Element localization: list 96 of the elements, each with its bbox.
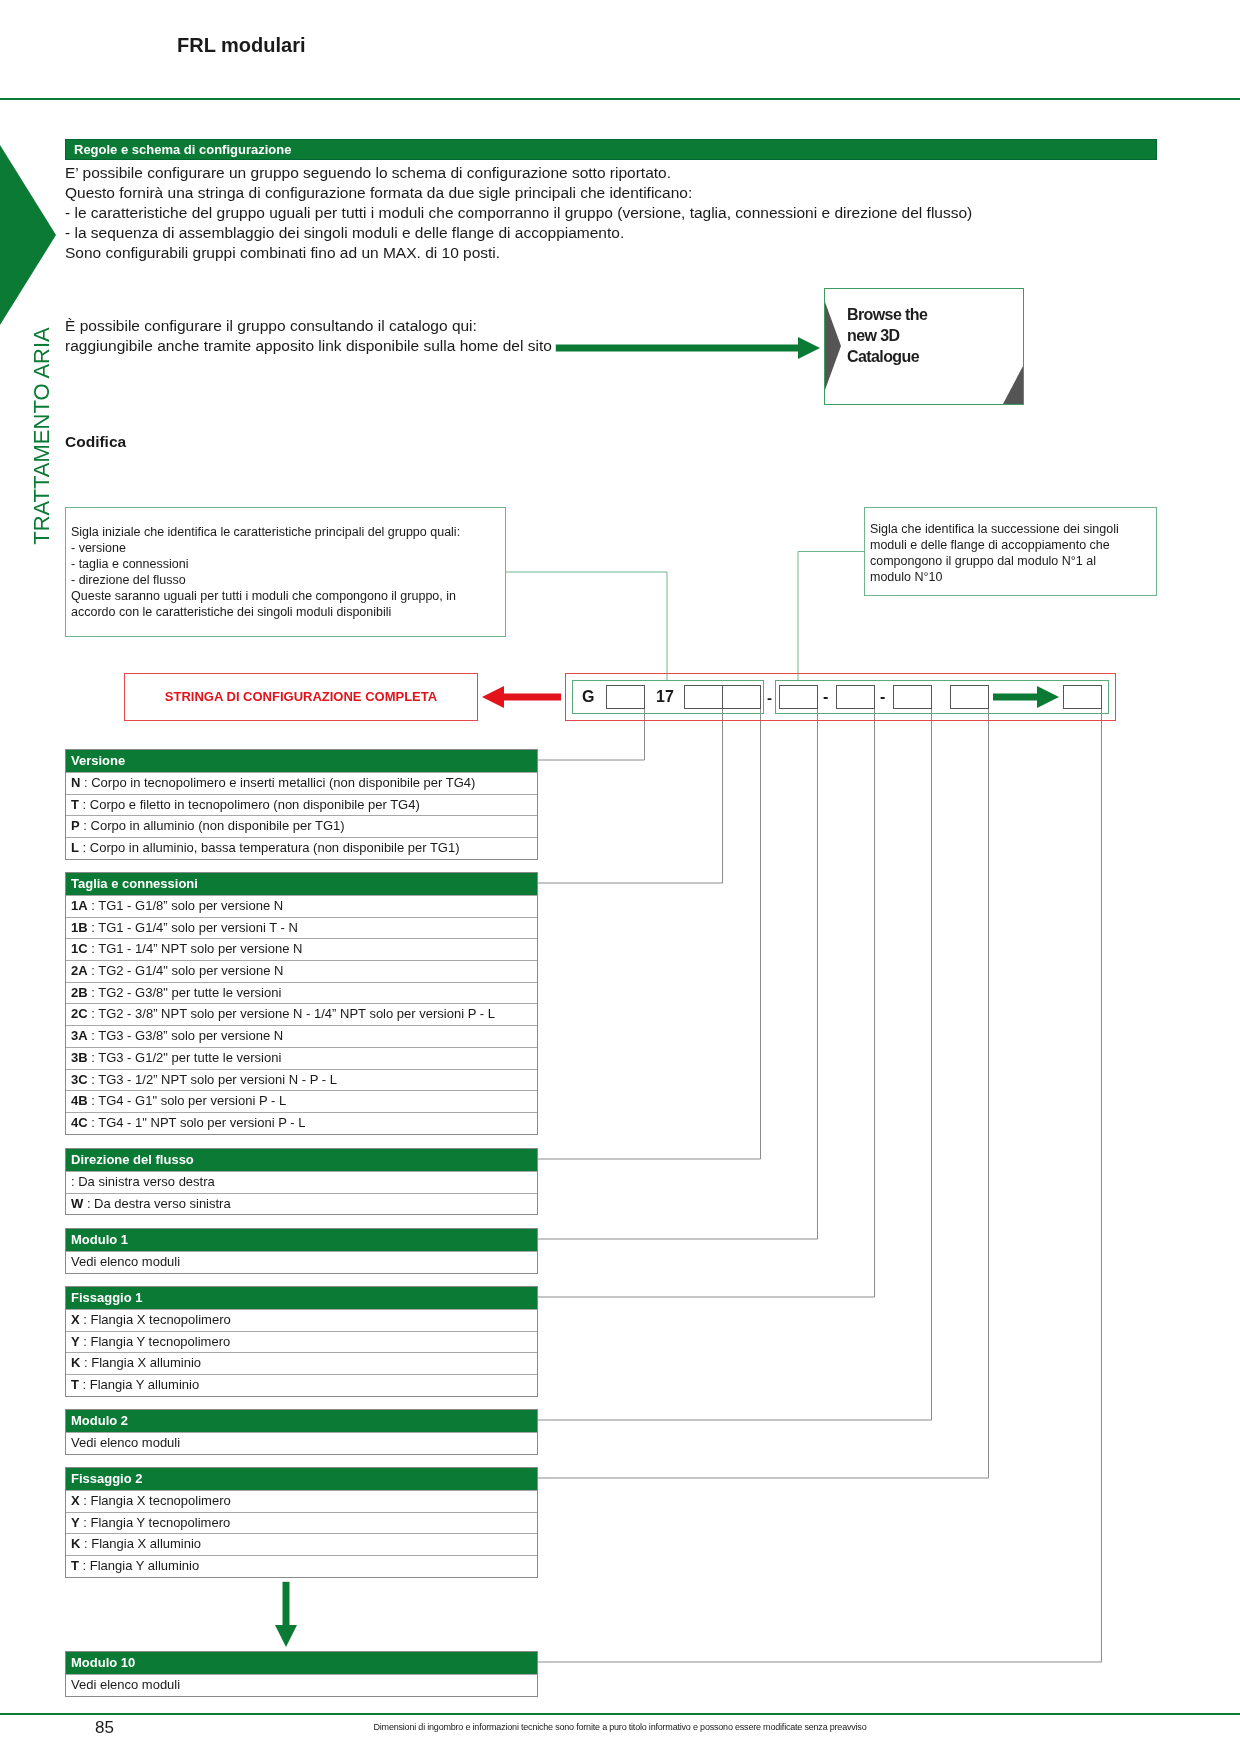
intro-text: E’ possibile configurare un gruppo seguendo lo schema di configurazione sotto riportato. (65, 163, 672, 183)
description-text: - direzione del flusso (71, 572, 186, 588)
section-heading: Codifica (65, 432, 127, 452)
option-row: W : Da destra verso sinistra (66, 1192, 537, 1215)
page-number: 85 (95, 1718, 114, 1738)
code-group-frame (775, 680, 1109, 714)
option-row: Y : Flangia Y tecnopolimero (66, 1330, 537, 1353)
code-characters: G (582, 689, 595, 705)
option-row: T : Flangia Y alluminio (66, 1555, 537, 1577)
code-string-frame (565, 673, 1116, 721)
dash-separator: - (767, 689, 772, 705)
option-row: 1A : TG1 - G1/8” solo per versione N (66, 895, 537, 917)
description-box (864, 507, 1157, 596)
connector-line (537, 708, 761, 1160)
connector-line (537, 708, 989, 1479)
option-row: Vedi elenco moduli (66, 1674, 537, 1696)
connector-line (537, 708, 645, 761)
option-row: 4C : TG4 - 1" NPT solo per versioni P - L (66, 1111, 537, 1134)
table-header: Modulo 10 (66, 1652, 537, 1674)
option-table (65, 1148, 538, 1216)
code-slot (950, 685, 989, 709)
option-row: L : Corpo in alluminio, bassa temperatura (non disponibile per TG1) (66, 837, 537, 859)
option-row: K : Flangia X alluminio (66, 1352, 537, 1375)
table-header: Modulo 1 (66, 1229, 537, 1251)
option-row: Vedi elenco moduli (66, 1432, 537, 1454)
code-slot (779, 685, 818, 709)
description-text: Queste saranno uguali per tutti i moduli che compongono il gruppo, in accordo con le caratteristiche dei singoli moduli disponibili (71, 588, 457, 620)
option-row: Vedi elenco moduli (66, 1251, 537, 1273)
footer-note: Dimensioni di ingombro e informazioni tecniche sono fornite a puro titolo informativo e possono essere modificate senza preavviso (373, 1721, 867, 1733)
table-header: Direzione del flusso (66, 1149, 537, 1171)
option-row: T : Corpo e filetto in tecnopolimero (non disponibile per TG4) (66, 793, 537, 816)
option-table (65, 1286, 538, 1397)
connector-line (537, 708, 932, 1421)
table-header: Taglia e connessioni (66, 873, 537, 895)
catalogue-banner (824, 288, 1024, 405)
code-slot (893, 685, 932, 709)
option-row: 4B : TG4 - G1" solo per versioni P - L (66, 1090, 537, 1112)
description-text: Sigla che identifica la successione dei singoli moduli e delle flange di accoppiamento che compongono il gruppo dal modulo N°1 al modulo N°10 (870, 521, 1120, 585)
page-title: FRL modulari (177, 33, 306, 57)
description-text: - taglia e connessioni (71, 556, 189, 572)
arrow (555, 337, 820, 359)
leader-line (797, 551, 865, 681)
code-characters: - (880, 689, 886, 705)
code-characters: 17 (656, 689, 674, 705)
option-row: : Da sinistra verso destra (66, 1171, 537, 1193)
option-row: 1C : TG1 - 1/4” NPT solo per versione N (66, 938, 537, 961)
table-header: Modulo 2 (66, 1410, 537, 1432)
option-row: N : Corpo in tecnopolimero e inserti metallici (non disponibile per TG4) (66, 772, 537, 794)
code-characters: - (823, 689, 829, 705)
code-slot (684, 685, 723, 709)
option-row: 2C : TG2 - 3/8” NPT solo per versione N - 1/4” NPT solo per versioni P - L (66, 1003, 537, 1026)
option-row: X : Flangia X tecnopolimero (66, 1309, 537, 1331)
catalogue-text: raggiungibile anche tramite apposito link disponibile sulla home del sito (65, 336, 552, 356)
table-header: Versione (66, 750, 537, 772)
connector-line (537, 708, 723, 884)
option-row: T : Flangia Y alluminio (66, 1374, 537, 1396)
leader-line (505, 571, 668, 681)
description-text: Sigla iniziale che identifica le caratteristiche principali del gruppo quali: (71, 524, 461, 540)
option-table (65, 1228, 538, 1274)
connector-line (537, 708, 1102, 1663)
option-row: 3B : TG3 - G1/2" per tutte le versioni (66, 1046, 537, 1069)
option-row: 3C : TG3 - 1/2” NPT solo per versioni N - P - L (66, 1068, 537, 1091)
side-section-title: TRATTAMENTO ARIA (30, 327, 54, 545)
intro-text: - la sequenza di assemblaggio dei singoli moduli e delle flange di accoppiamento. (65, 223, 625, 243)
banner-text: Browse the new 3D Catalogue (847, 305, 929, 367)
option-row: 1B : TG1 - G1/4” solo per versioni T - N (66, 916, 537, 939)
option-row: P : Corpo in alluminio (non disponibile per TG1) (66, 815, 537, 838)
option-row: 2A : TG2 - G1/4" solo per versione N (66, 960, 537, 982)
catalogue-text: È possibile configurare il gruppo consultando il catalogo qui: (65, 316, 477, 336)
intro-text: Questo fornirà una stringa di configurazione formata da due sigle principali che identificano: (65, 183, 693, 203)
arrow (275, 1581, 297, 1647)
option-table (65, 1467, 538, 1578)
option-table (65, 1409, 538, 1455)
section-header-bar: Regole e schema di configurazione (65, 139, 1157, 160)
code-slot (1063, 685, 1102, 709)
code-group-frame (572, 680, 764, 714)
code-slot (836, 685, 875, 709)
connector-line (537, 708, 818, 1240)
code-slot (606, 685, 645, 709)
option-row: 2B : TG2 - G3/8" per tutte le versioni (66, 981, 537, 1004)
result-label: STRINGA DI CONFIGURAZIONE COMPLETA (124, 673, 478, 721)
table-header: Fissaggio 2 (66, 1468, 537, 1490)
intro-text: Sono configurabili gruppi combinati fino ad un MAX. di 10 posti. (65, 243, 501, 263)
intro-text: - le caratteristiche del gruppo uguali per tutti i moduli che comporranno il gruppo (versione, taglia, connessioni e direzione del flusso) (65, 203, 973, 223)
option-table (65, 1651, 538, 1697)
code-slot (722, 685, 761, 709)
option-row: Y : Flangia Y tecnopolimero (66, 1511, 537, 1534)
table-header: Fissaggio 1 (66, 1287, 537, 1309)
option-row: 3A : TG3 - G3/8” solo per versione N (66, 1025, 537, 1047)
connector-line (537, 708, 875, 1298)
description-box (65, 507, 506, 637)
option-row: X : Flangia X tecnopolimero (66, 1490, 537, 1512)
option-row: K : Flangia X alluminio (66, 1533, 537, 1556)
option-table (65, 749, 538, 860)
option-table (65, 872, 538, 1135)
description-text: - versione (71, 540, 126, 556)
